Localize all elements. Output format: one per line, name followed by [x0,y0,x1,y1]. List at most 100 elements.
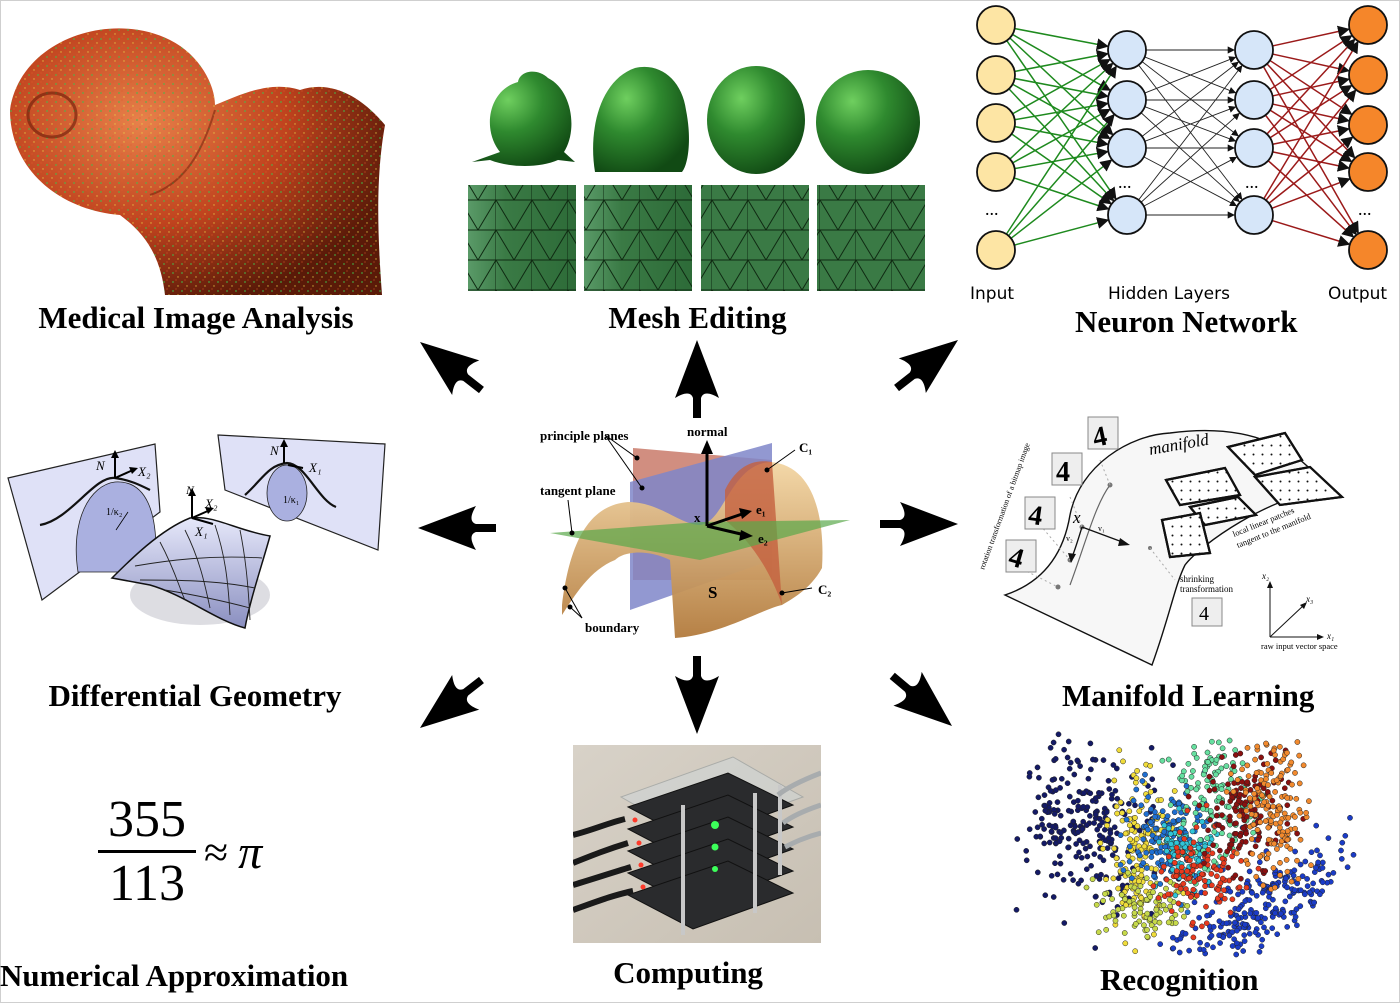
scatter-point [1100,757,1107,763]
network-edge [1144,105,1237,142]
scatter-point [1350,851,1357,858]
scatter-point [1092,893,1099,900]
scatter-point [1196,802,1203,809]
scatter-point [1161,822,1168,829]
formula: 355 113 ≈ π [98,790,262,915]
scatter-point [1228,841,1235,848]
scatter-point [1221,895,1228,902]
scatter-point [1084,853,1091,860]
input-node [976,5,1016,45]
scatter-point [1171,788,1178,794]
hidden1-ellipsis: ... [1118,172,1132,192]
scatter-point [1151,931,1157,938]
scatter-point [1176,805,1183,812]
scatter-point [1306,889,1313,896]
scatter-point [1122,896,1128,903]
scatter-point [1277,819,1284,826]
scatter-point [1140,836,1147,843]
scatter-point [1263,776,1269,782]
scatter-point [1250,821,1257,828]
scatter-point [1233,808,1239,814]
scatter-point [1175,900,1182,907]
scatter-point [1052,835,1059,841]
scatter-point [1211,786,1218,793]
scatter-point [1070,877,1076,883]
scatter-point [1207,817,1213,823]
scatter-point [1026,826,1033,833]
scatter-point [1126,858,1133,865]
scatter-point [1284,884,1290,891]
scatter-point [1117,799,1124,806]
scatter-point [1201,860,1207,867]
scatter-point [1273,777,1280,784]
scatter-point [1268,818,1274,824]
scatter-point [1195,844,1202,851]
scatter-point [1088,862,1094,869]
scatter-point [1112,917,1119,924]
scatter-point [1149,832,1156,839]
scatter-point [1128,827,1135,833]
scatter-point [1260,882,1266,889]
scatter-point [1131,867,1137,874]
scatter-point [1092,795,1099,801]
scatter-point [1076,837,1083,844]
scatter-point [1041,792,1048,798]
scatter-point [1191,750,1198,757]
scatter-point [1204,835,1211,841]
scatter-point [1066,793,1073,800]
scatter-point [1180,768,1187,775]
scatter-point [1226,832,1233,839]
scatter-point [1046,800,1053,806]
scatter-point [1181,835,1188,842]
scatter-point [1213,756,1220,763]
scatter-point [1190,886,1197,893]
scatter-point [1150,889,1156,896]
scatter-point [1291,887,1298,894]
scatter-point [1291,867,1298,874]
scatter-point [1156,838,1162,845]
output-node [1348,152,1388,192]
scatter-point [1117,832,1124,839]
scatter-point [1132,814,1138,821]
scatter-point [1300,762,1307,769]
scatter-point [1135,888,1141,894]
scatter-point [1249,850,1256,857]
scatter-point [1319,859,1326,866]
network-edge [1264,114,1357,236]
manifold-learning-diagram: 4 4 4 4 4 manifold rotation transformati… [977,416,1345,666]
scatter-point [1161,828,1168,835]
scatter-point [1126,822,1133,829]
scatter-point [1143,875,1150,882]
label-x1-center: X₁ [194,524,207,539]
scatter-point [1301,891,1308,898]
network-edge [1269,109,1353,163]
scatter-point [1144,910,1151,917]
scatter-point [1226,737,1233,744]
scatter-point [1294,830,1300,837]
scatter-point [1265,802,1271,809]
scatter-point [1270,747,1277,754]
network-edge [1138,65,1243,201]
scatter-point [1259,936,1266,943]
scatter-point [1288,759,1295,766]
scatter-point [1083,866,1090,873]
scatter-point [1288,878,1295,885]
scatter-point [1065,835,1072,842]
scatter-point [1050,739,1057,746]
scatter-point [1237,842,1243,849]
scatter-point [1270,865,1277,871]
scatter-point [1066,765,1073,772]
scatter-point [1073,853,1080,860]
scatter-point [1233,940,1240,947]
scatter-point [1238,785,1244,791]
scatter-point [1098,871,1104,878]
fraction-bar [98,850,196,853]
digit-3: 4 [1026,500,1044,533]
scatter-point [1109,791,1115,798]
scatter-point [1239,766,1245,773]
scatter-point [1156,919,1163,926]
scatter-point [1136,878,1142,885]
scatter-point [1085,775,1092,782]
scatter-point [1118,891,1125,898]
scatter-point [1141,922,1147,929]
